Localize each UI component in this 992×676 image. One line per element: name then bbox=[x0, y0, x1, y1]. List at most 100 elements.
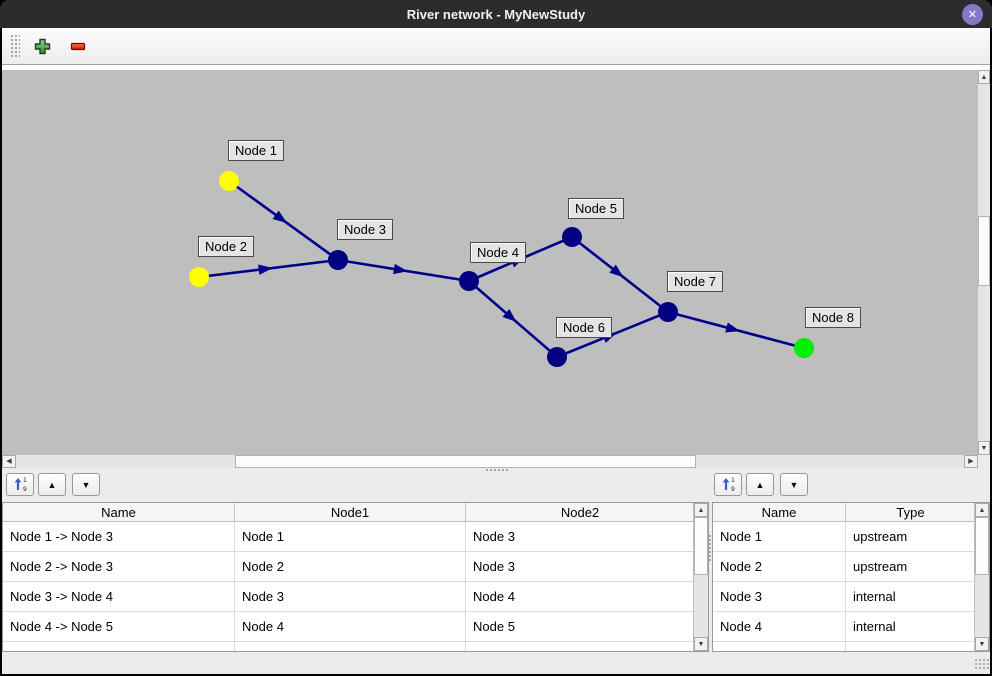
edge-arrow-icon bbox=[393, 263, 408, 275]
table-cell: Node 3 bbox=[466, 522, 695, 552]
scroll-left-button[interactable]: ◀ bbox=[2, 455, 16, 468]
node-label-node4: Node 4 bbox=[470, 242, 526, 263]
add-node-button[interactable] bbox=[28, 32, 56, 60]
titlebar[interactable]: River network - MyNewStudy ✕ bbox=[0, 0, 992, 28]
table-cell: Node 3 bbox=[466, 552, 695, 582]
table-scroll-thumb[interactable] bbox=[694, 517, 708, 575]
vertical-scroll-thumb[interactable] bbox=[978, 216, 990, 286]
left-move-up-button[interactable]: ▲ bbox=[38, 473, 66, 496]
table-cell: upstream bbox=[846, 552, 976, 582]
table-cell bbox=[713, 642, 846, 651]
arrow-up-icon: ▲ bbox=[697, 506, 705, 514]
table-cell: Node 1 bbox=[235, 522, 466, 552]
table-row[interactable] bbox=[713, 642, 989, 651]
node-label-node8: Node 8 bbox=[805, 307, 861, 328]
right-sort-button[interactable]: 1 9 bbox=[714, 473, 742, 496]
table-cell: Node 4 bbox=[466, 582, 695, 612]
column-header-node2[interactable]: Node2 bbox=[466, 503, 695, 522]
scroll-right-button[interactable]: ▶ bbox=[964, 455, 978, 468]
table-scroll-thumb[interactable] bbox=[975, 517, 989, 575]
node-node4[interactable] bbox=[459, 271, 479, 291]
toolbar-drag-handle-icon[interactable] bbox=[10, 34, 20, 58]
table-cell: Node 4 bbox=[235, 612, 466, 642]
canvas-vertical-scrollbar[interactable]: ▲ ▼ bbox=[978, 70, 990, 455]
table-cell: Node 1 -> Node 3 bbox=[3, 522, 235, 552]
table-cell: internal bbox=[846, 612, 976, 642]
right-move-up-button[interactable]: ▲ bbox=[746, 473, 774, 496]
node-node8[interactable] bbox=[794, 338, 814, 358]
edge-arrow-icon bbox=[725, 322, 741, 333]
table-cell: upstream bbox=[846, 522, 976, 552]
arrow-up-icon: ▲ bbox=[755, 479, 765, 490]
table-cell: Node 3 bbox=[713, 582, 846, 612]
left-move-down-button[interactable]: ▼ bbox=[72, 473, 100, 496]
table-cell bbox=[466, 642, 695, 651]
table-cell: Node 4 bbox=[713, 612, 846, 642]
edge-arrow-icon bbox=[609, 264, 624, 278]
arrow-up-icon: ▲ bbox=[978, 506, 986, 514]
green-plus-icon bbox=[34, 38, 50, 54]
red-minus-icon bbox=[70, 42, 85, 50]
right-move-down-button[interactable]: ▼ bbox=[780, 473, 808, 496]
canvas-horizontal-scrollbar[interactable]: ◀ ▶ bbox=[2, 455, 978, 468]
window-resize-grip-icon[interactable] bbox=[974, 658, 989, 671]
node-node5[interactable] bbox=[562, 227, 582, 247]
arrow-right-icon: ▶ bbox=[968, 458, 974, 465]
arrow-down-icon: ▼ bbox=[789, 479, 799, 490]
edge-arrow-icon bbox=[272, 210, 287, 224]
scroll-down-button[interactable]: ▼ bbox=[694, 637, 708, 651]
node-node6[interactable] bbox=[547, 347, 567, 367]
scroll-up-button[interactable]: ▲ bbox=[694, 503, 708, 517]
node-label-node2: Node 2 bbox=[198, 236, 254, 257]
node-label-node6: Node 6 bbox=[556, 317, 612, 338]
scrollbar-corner bbox=[978, 455, 990, 468]
scroll-up-button[interactable]: ▲ bbox=[975, 503, 989, 517]
node-node7[interactable] bbox=[658, 302, 678, 322]
window-title: River network - MyNewStudy bbox=[406, 6, 586, 22]
table-row[interactable] bbox=[3, 642, 708, 651]
table-cell: Node 2 bbox=[713, 552, 846, 582]
node-node3[interactable] bbox=[328, 250, 348, 270]
svg-text:9: 9 bbox=[731, 486, 735, 492]
main-toolbar bbox=[2, 28, 990, 65]
node-label-node1: Node 1 bbox=[228, 140, 284, 161]
column-header-name[interactable]: Name bbox=[713, 503, 846, 522]
column-header-node1[interactable]: Node1 bbox=[235, 503, 466, 522]
scroll-down-button[interactable]: ▼ bbox=[978, 441, 990, 455]
edges-table-scrollbar[interactable]: ▲ ▼ bbox=[693, 503, 708, 651]
svg-text:1: 1 bbox=[731, 477, 735, 484]
node-node1[interactable] bbox=[219, 171, 239, 191]
node-node2[interactable] bbox=[189, 267, 209, 287]
remove-node-button[interactable] bbox=[64, 32, 92, 60]
table-cell: internal bbox=[846, 582, 976, 612]
scroll-up-button[interactable]: ▲ bbox=[978, 70, 990, 84]
vertical-splitter-handle-icon[interactable] bbox=[708, 534, 713, 562]
column-header-name[interactable]: Name bbox=[3, 503, 235, 522]
table-cell: Node 3 -> Node 4 bbox=[3, 582, 235, 612]
table-cell: Node 3 bbox=[235, 582, 466, 612]
column-header-type[interactable]: Type bbox=[846, 503, 976, 522]
left-sort-button[interactable]: 1 9 bbox=[6, 473, 34, 496]
horizontal-scroll-thumb[interactable] bbox=[235, 455, 696, 468]
scroll-down-button[interactable]: ▼ bbox=[975, 637, 989, 651]
svg-text:1: 1 bbox=[23, 477, 27, 484]
arrow-left-icon: ◀ bbox=[6, 458, 12, 465]
arrow-up-icon: ▲ bbox=[47, 479, 57, 490]
horizontal-splitter-handle-icon[interactable] bbox=[485, 468, 509, 473]
nodes-table-scrollbar[interactable]: ▲ ▼ bbox=[974, 503, 989, 651]
table-cell: Node 4 -> Node 5 bbox=[3, 612, 235, 642]
close-button[interactable]: ✕ bbox=[962, 4, 983, 25]
